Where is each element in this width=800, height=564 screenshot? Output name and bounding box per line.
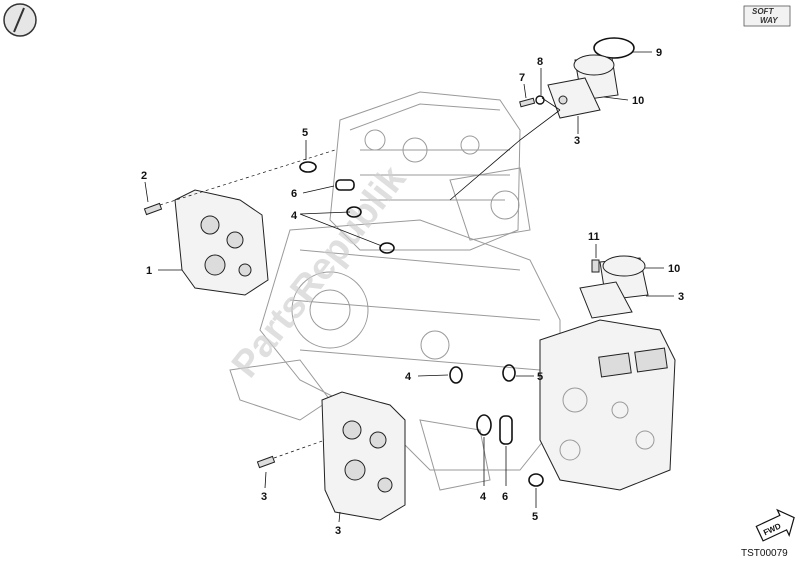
callout-5-top: 5: [302, 127, 308, 139]
callout-7: 7: [519, 72, 525, 84]
o-ring-4-upper-b: [379, 242, 395, 254]
callout-labels: 5 6 4 2 1 7 8 9 10 3 11 10 3 4 5 4 6 5 3…: [141, 47, 684, 537]
callout-3-mid: 3: [678, 291, 684, 303]
manifold-washer: [535, 95, 545, 105]
leader-lines: [144, 51, 674, 523]
callout-4-bottom: 4: [480, 491, 487, 503]
callout-10-top: 10: [632, 95, 644, 107]
o-ring-5-upper: [299, 161, 317, 173]
svg-text:WAY: WAY: [760, 16, 778, 25]
callout-9: 9: [656, 47, 662, 59]
screw-lower: [256, 439, 326, 469]
callout-1: 1: [146, 265, 152, 277]
forward-arrow-icon: FWD: [755, 508, 795, 542]
head-cover-lower: [321, 391, 406, 521]
callout-5-bottom: 5: [532, 511, 538, 523]
callout-3-bottom: 3: [261, 491, 267, 503]
callout-4-top: 4: [291, 210, 298, 222]
rear-cylinder-head: [539, 319, 676, 491]
softway-logo: SOFT WAY: [743, 5, 791, 27]
callout-2: 3: [335, 525, 341, 537]
callout-11: 11: [588, 231, 600, 243]
callout-3-top: 3: [574, 135, 580, 147]
gasket-6-lower: [499, 415, 513, 445]
callout-5-mid: 5: [537, 371, 543, 383]
o-ring-4-mid: [449, 366, 463, 384]
reference-code: TST00079: [741, 548, 788, 559]
callout-8: 8: [537, 56, 543, 68]
svg-text:SOFT: SOFT: [752, 7, 774, 16]
callout-10-mid: 10: [668, 263, 680, 275]
intake-manifold-lower: [579, 255, 649, 319]
manifold-screw: [519, 97, 536, 108]
o-ring-4-lower: [476, 414, 492, 436]
callout-3-left: 2: [141, 170, 147, 182]
intake-manifold-upper: [547, 37, 635, 119]
o-ring-5-mid: [502, 364, 516, 382]
callout-4-mid: 4: [405, 371, 412, 383]
head-cover-upper: [174, 189, 269, 296]
callout-6-bottom: 6: [502, 491, 508, 503]
callout-6-top: 6: [291, 188, 297, 200]
engine-block-drawing: [229, 91, 561, 491]
reference-emblem-icon: [3, 3, 37, 37]
gasket-6-upper: [335, 179, 355, 191]
o-ring-5-lower: [528, 473, 544, 487]
